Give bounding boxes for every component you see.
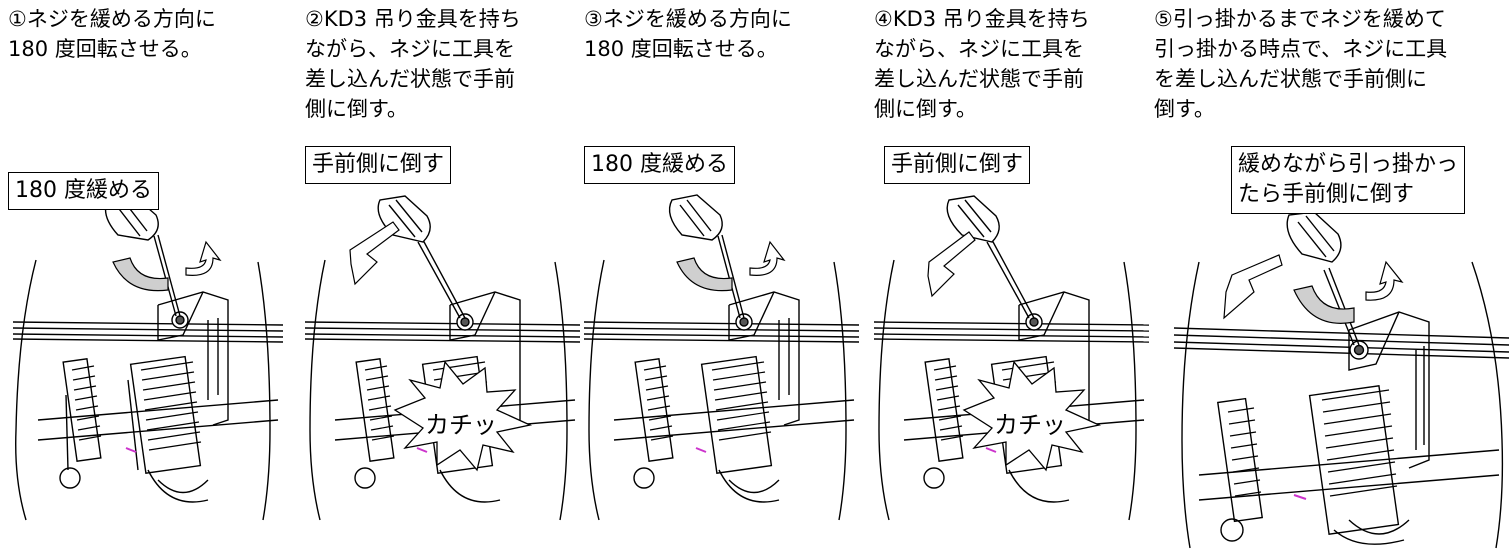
terminal-ribs xyxy=(643,361,772,441)
marker xyxy=(695,447,707,453)
terminal-ribs xyxy=(1227,389,1398,497)
tilt-arrow xyxy=(349,221,400,286)
step-1-text: ①ネジを緩める方向に 180 度回転させる。 xyxy=(8,7,216,61)
screw xyxy=(1025,313,1043,331)
terminal-ribs xyxy=(71,361,202,451)
device-body xyxy=(1173,261,1509,549)
device-body xyxy=(584,259,860,521)
marker xyxy=(125,447,137,453)
marker xyxy=(985,447,997,453)
step-1-illustration xyxy=(12,194,284,521)
tilt-arrow xyxy=(1223,254,1283,320)
step-4-callout: 手前側に倒す xyxy=(884,146,1031,184)
rotation-arrow xyxy=(676,240,786,292)
step-5-illustration xyxy=(1173,211,1509,549)
screwdriver xyxy=(946,195,1035,319)
step-5-text: ⑤引っ掛かるまでネジを緩めて 引っ掛かる時点で、ネジに工具 を差し込んだ状態で手… xyxy=(1154,7,1448,121)
step-5-callout: 緩めながら引っ掛かっ たら手前側に倒す xyxy=(1231,146,1466,214)
step-2: ②KD3 吊り金具を持ち ながら、ネジに工具を 差し込んだ状態で手前 側に倒す。… xyxy=(305,0,585,552)
marker xyxy=(1293,494,1307,500)
step-4-illustration xyxy=(874,195,1150,521)
step-2-click-text: カチッ xyxy=(425,411,497,439)
marker xyxy=(416,447,428,453)
step-3-illustration xyxy=(584,194,860,521)
step-3: ③ネジを緩める方向に 180 度回転させる。 180 度緩める xyxy=(584,0,864,552)
rotation-arrow xyxy=(1293,260,1404,324)
step-3-text: ③ネジを緩める方向に 180 度回転させる。 xyxy=(584,7,792,61)
step-1-callout: 180 度緩める xyxy=(8,172,159,210)
click-burst xyxy=(962,360,1102,472)
step-4-text: ④KD3 吊り金具を持ち ながら、ネジに工具を 差し込んだ状態で手前 側に倒す。 xyxy=(874,7,1090,121)
device-body xyxy=(12,259,284,521)
step-5: ⑤引っ掛かるまでネジを緩めて 引っ掛かる時点で、ネジに工具 を差し込んだ状態で手… xyxy=(1154,0,1509,552)
screwdriver xyxy=(377,195,466,319)
screwdriver xyxy=(1286,211,1360,346)
step-3-callout: 180 度緩める xyxy=(584,146,735,184)
step-2-text: ②KD3 吊り金具を持ち ながら、ネジに工具を 差し込んだ状態で手前 側に倒す。 xyxy=(305,7,521,121)
screwdriver xyxy=(668,194,745,319)
screw xyxy=(1349,340,1369,360)
step-1: ①ネジを緩める方向に 180 度回転させる。 180 度緩める xyxy=(8,0,288,552)
screwdriver xyxy=(104,194,181,317)
rotation-arrow xyxy=(112,240,222,292)
step-4: ④KD3 吊り金具を持ち ながら、ネジに工具を 差し込んだ状態で手前 側に倒す。… xyxy=(874,0,1154,552)
click-burst xyxy=(393,360,533,472)
tilt-arrow xyxy=(927,231,976,298)
step-4-click-text: カチッ xyxy=(994,411,1066,439)
step-2-callout: 手前側に倒す xyxy=(305,146,452,184)
step-2-illustration xyxy=(305,195,581,521)
